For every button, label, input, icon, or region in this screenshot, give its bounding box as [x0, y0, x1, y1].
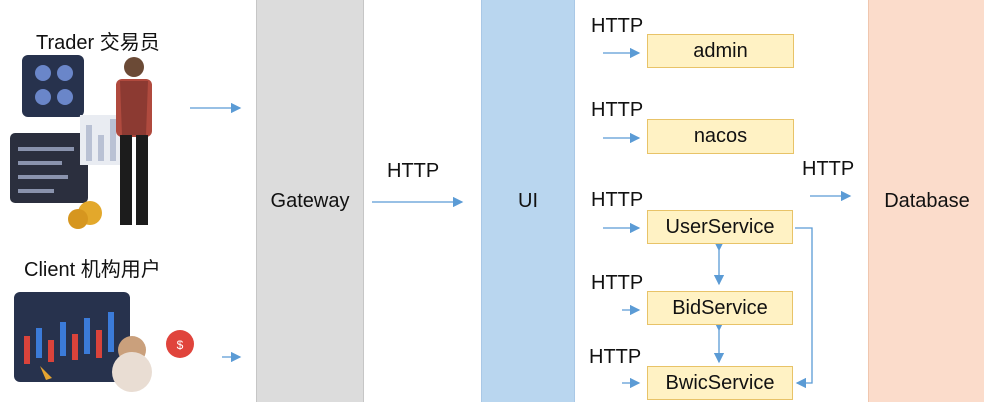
database-label: Database	[884, 189, 970, 212]
admin-box: admin	[647, 34, 794, 68]
http-label-nacos: HTTP	[591, 99, 644, 121]
nacos-label: nacos	[693, 125, 748, 147]
http-label-userservice: HTTP	[591, 189, 644, 211]
admin-label: admin	[693, 39, 748, 62]
trader-label: Trader 交易员	[36, 32, 160, 54]
nacos-box: nacos	[647, 119, 794, 154]
user-bwic-loop	[795, 227, 813, 389]
http-label-admin: HTTP	[591, 15, 644, 37]
ui-column: UI	[481, 0, 575, 402]
trader-illustration	[10, 55, 170, 240]
http-label-bidservice: HTTP	[591, 272, 644, 294]
userservice-box: UserService	[647, 210, 793, 244]
client-bubble-text: $	[177, 338, 184, 352]
bidservice-box: BidService	[647, 291, 793, 325]
userservice-label: UserService	[665, 215, 775, 238]
gateway-label: Gateway	[270, 189, 350, 212]
database-column: Database	[868, 0, 984, 402]
client-illustration: $	[14, 292, 204, 407]
ui-label: UI	[518, 189, 538, 212]
http-label-gateway-ui: HTTP	[387, 160, 440, 182]
client-label: Client 机构用户	[24, 259, 161, 281]
http-label-database: HTTP	[802, 158, 855, 180]
bwicservice-label: BwicService	[665, 371, 775, 394]
bidservice-label: BidService	[672, 296, 768, 319]
gateway-column: Gateway	[256, 0, 364, 402]
http-label-bwicservice: HTTP	[589, 346, 642, 368]
bwicservice-box: BwicService	[647, 366, 793, 400]
